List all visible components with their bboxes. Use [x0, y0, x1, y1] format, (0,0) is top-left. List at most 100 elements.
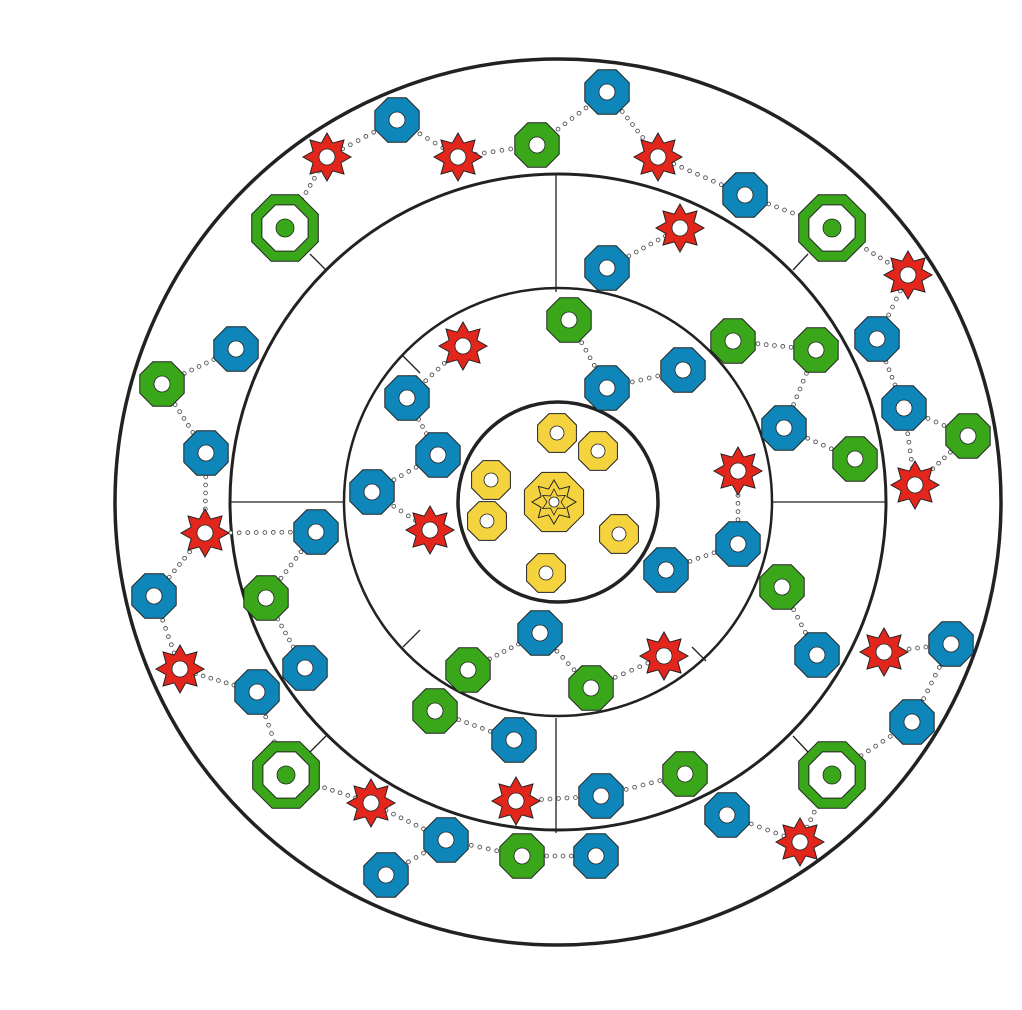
blue-octagon-node-icon	[584, 245, 630, 291]
path-dot	[406, 819, 411, 824]
path-dot	[797, 386, 803, 392]
path-dot	[782, 207, 787, 213]
yellow-octagon-core-node-icon	[599, 514, 639, 554]
green-octagon-node-icon	[514, 122, 560, 168]
path-dot	[413, 855, 419, 860]
blue-octagon-node-icon	[384, 375, 430, 421]
path-dot	[421, 850, 426, 856]
path-dot	[791, 607, 797, 613]
path-dot	[499, 147, 505, 153]
path-dot	[552, 853, 558, 859]
large-green-octagon-station-icon	[251, 194, 319, 262]
path-dot	[765, 827, 770, 833]
path-dot	[204, 360, 209, 366]
blue-octagon-node-icon	[491, 717, 537, 763]
path-dot	[629, 667, 634, 673]
path-dot	[623, 787, 629, 792]
path-dot	[406, 859, 411, 865]
green-octagon-node-icon	[139, 361, 185, 407]
path-dot	[468, 842, 474, 848]
blue-octagon-node-icon	[423, 817, 469, 863]
path-dot	[795, 614, 800, 620]
path-dot	[908, 456, 914, 462]
blue-octagon-node-icon	[234, 669, 280, 715]
blue-octagon-node-icon	[704, 792, 750, 838]
path-dot	[906, 646, 912, 652]
concentric-rings	[113, 57, 1003, 947]
path-dot	[203, 498, 208, 504]
path-dot	[166, 634, 171, 639]
blue-octagon-node-icon	[131, 573, 177, 619]
path-dot	[625, 115, 630, 121]
path-dot	[886, 312, 891, 318]
path-dot	[560, 655, 566, 660]
blue-octagon-node-icon	[517, 610, 563, 656]
path-dot	[435, 366, 441, 372]
red-star-node-icon	[654, 202, 706, 254]
path-dot	[780, 344, 786, 349]
path-dot	[279, 529, 285, 535]
blue-octagon-node-icon	[183, 430, 229, 476]
path-dot	[278, 575, 284, 581]
path-dot	[576, 110, 582, 116]
sector-divider	[309, 735, 327, 753]
path-dot	[556, 796, 561, 801]
core-ring	[456, 400, 660, 604]
path-dot	[508, 645, 514, 651]
path-dot	[799, 622, 804, 628]
path-dot	[363, 134, 369, 139]
path-dot	[417, 131, 423, 137]
path-dot	[755, 341, 761, 347]
path-dot	[763, 342, 769, 347]
path-dot	[687, 168, 692, 174]
path-dot	[800, 378, 806, 384]
path-dot	[936, 460, 941, 466]
path-dot	[774, 204, 779, 210]
path-dot	[648, 241, 654, 247]
path-dot	[203, 490, 208, 496]
path-dot	[539, 797, 544, 802]
path-dot	[630, 122, 635, 127]
sector-divider	[402, 355, 421, 374]
path-dot	[933, 419, 939, 425]
sector-divider	[691, 646, 707, 662]
red-star-node-icon	[712, 445, 764, 497]
red-star-node-icon	[632, 131, 684, 183]
path-dot	[166, 574, 172, 580]
path-dot	[413, 464, 419, 470]
path-dot	[886, 367, 892, 373]
path-dot	[270, 530, 276, 535]
green-octagon-node-icon	[662, 751, 708, 797]
path-dot	[735, 509, 741, 514]
path-dot	[508, 146, 514, 152]
path-dot	[695, 171, 700, 177]
path-dot	[293, 556, 299, 561]
green-octagon-node-icon	[793, 327, 839, 373]
path-dot	[568, 853, 574, 859]
path-dot	[208, 675, 214, 681]
blue-octagon-node-icon	[722, 172, 768, 218]
network-nodes	[131, 69, 991, 898]
path-dot	[391, 811, 396, 817]
path-dot	[871, 251, 876, 256]
outer-ring	[113, 57, 1003, 947]
path-dot	[735, 501, 741, 506]
path-dot	[573, 795, 578, 800]
green-octagon-node-icon	[412, 688, 458, 734]
path-dot	[735, 517, 741, 523]
red-star-node-icon	[301, 131, 353, 183]
path-dot	[649, 780, 654, 786]
path-dot	[481, 150, 487, 156]
path-dot	[905, 431, 911, 437]
blue-octagon-node-icon	[889, 699, 935, 745]
path-dot	[337, 790, 343, 796]
path-dot	[398, 815, 404, 821]
path-dot	[429, 372, 435, 378]
path-dot	[485, 846, 491, 852]
path-dot	[472, 723, 477, 728]
sector-divider	[792, 735, 809, 753]
blue-octagon-node-icon	[573, 833, 619, 879]
path-dot	[490, 149, 496, 155]
sector-divider	[792, 253, 809, 271]
